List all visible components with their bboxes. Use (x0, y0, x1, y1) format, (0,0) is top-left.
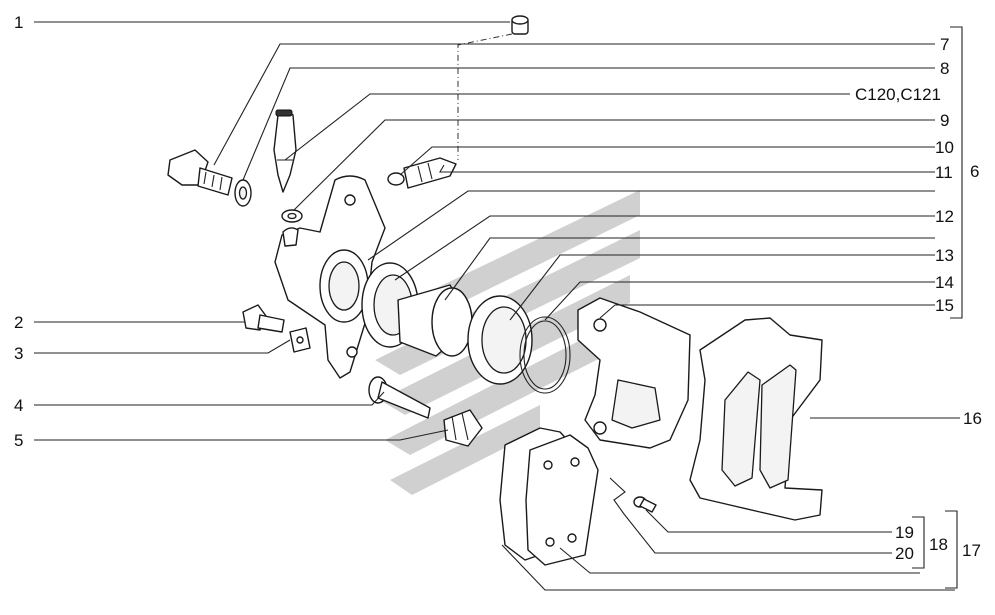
callout-15: 15 (935, 296, 954, 315)
group-brackets (912, 26, 963, 589)
bleed-nipple (387, 157, 457, 189)
callout-4: 4 (14, 396, 23, 415)
mounting-bracket (689, 317, 823, 521)
piston (397, 284, 473, 357)
callout-2: 2 (14, 313, 23, 332)
guide-pin (368, 376, 431, 419)
caliper-bracket (577, 297, 691, 449)
dust-boot (443, 409, 483, 447)
small-washer (281, 209, 303, 223)
lock-plate (289, 327, 311, 353)
brake-pad-inner (525, 434, 599, 566)
bleed-screw (457, 15, 529, 160)
callout-13: 13 (935, 246, 954, 265)
callout-17: 17 (962, 541, 981, 560)
callout-c120-c121: C120,C121 (855, 85, 941, 104)
wear-sensor (273, 109, 297, 193)
callout-labels: 1 2 3 4 5 6 7 8 C120,C121 9 10 11 12 13 … (14, 13, 982, 563)
callout-14: 14 (935, 273, 954, 292)
dust-seal (467, 295, 533, 385)
guide-bolt (242, 304, 285, 333)
callout-3: 3 (14, 344, 23, 363)
anti-rattle-spring (609, 477, 626, 515)
callout-12: 12 (935, 207, 954, 226)
banjo-bolt (167, 149, 233, 196)
callout-6: 6 (970, 162, 979, 181)
callout-9: 9 (940, 111, 949, 130)
callout-11: 11 (935, 163, 953, 182)
callout-18: 18 (929, 535, 948, 554)
small-screw (633, 496, 657, 513)
callout-16: 16 (963, 409, 982, 428)
callout-5: 5 (14, 431, 23, 450)
callout-1: 1 (14, 13, 23, 32)
callout-10: 10 (935, 138, 954, 157)
callout-8: 8 (940, 59, 949, 78)
copper-washer (234, 179, 252, 207)
retaining-ring (519, 316, 571, 394)
callout-20: 20 (895, 544, 914, 563)
callout-19: 19 (895, 523, 914, 542)
callout-7: 7 (940, 35, 949, 54)
caliper-housing (274, 175, 386, 379)
leader-lines (34, 21, 960, 591)
